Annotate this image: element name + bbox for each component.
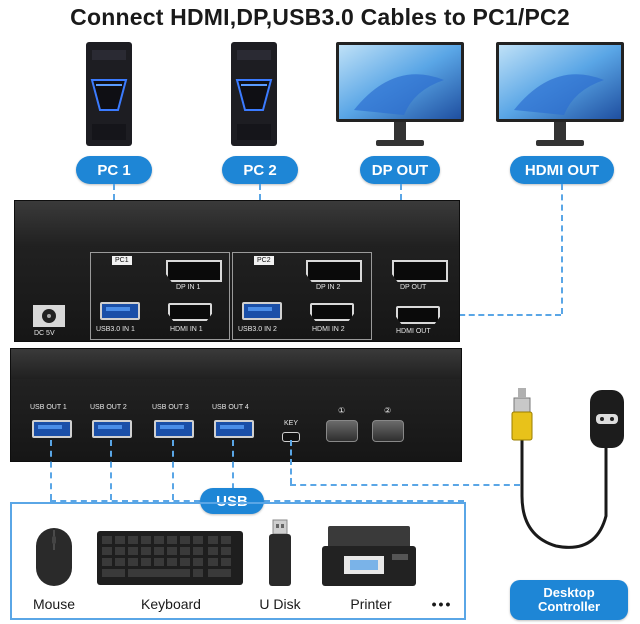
usb-out-4-port <box>214 420 254 438</box>
dc-power-jack-icon <box>33 305 65 327</box>
pc1-group-tag: PC1 <box>112 256 132 265</box>
mouse-icon <box>36 528 72 586</box>
led2-indicator <box>372 420 404 442</box>
mouse-label: Mouse <box>32 596 76 612</box>
desktop-controller-label: Desktop Controller <box>510 580 628 620</box>
usb-in-1-port <box>100 302 140 320</box>
hdmi-out-connector-line-v <box>561 184 563 314</box>
led1-indicator <box>326 420 358 442</box>
usb-in-2-label: USB3.0 IN 2 <box>238 326 277 333</box>
dp-out-port <box>392 260 448 282</box>
more-devices-ellipsis: ••• <box>431 596 453 612</box>
hdmi-out-label: HDMI OUT <box>510 156 614 184</box>
keyboard-label: Keyboard <box>141 596 201 612</box>
desktop-controller-icon <box>511 388 624 549</box>
usb-bus-line-right <box>264 500 464 502</box>
keyboard-icon <box>97 531 243 585</box>
usb-out-2-port <box>92 420 132 438</box>
usb-out-3-label: USB OUT 3 <box>152 404 189 411</box>
dp-out-port-label: DP OUT <box>400 284 427 291</box>
key-line-h <box>290 484 520 486</box>
desktop-controller-text: Desktop Controller <box>537 585 601 614</box>
pc1-tower-icon <box>86 42 132 146</box>
pc2-group-tag: PC2 <box>254 256 274 265</box>
hdmi-out-port <box>396 306 440 324</box>
hdmi-in-1-label: HDMI IN 1 <box>170 326 203 333</box>
u-disk-label: U Disk <box>259 596 301 612</box>
kvm-front-panel <box>10 348 462 462</box>
dp-out-label: DP OUT <box>360 156 440 184</box>
pc2-tower-icon <box>231 42 277 146</box>
led1-label: ① <box>338 406 346 415</box>
usb-out-2-line <box>110 440 112 500</box>
usb-in-1-label: USB3.0 IN 1 <box>96 326 135 333</box>
usb-out-1-line <box>50 440 52 500</box>
key-line-v <box>290 440 292 484</box>
usb-out-1-label: USB OUT 1 <box>30 404 67 411</box>
hdmi-out-port-label: HDMI OUT <box>396 328 431 335</box>
usb-out-4-label: USB OUT 4 <box>212 404 249 411</box>
usb-in-2-port <box>242 302 282 320</box>
usb-out-2-label: USB OUT 2 <box>90 404 127 411</box>
dc-5v-label: DC 5V <box>34 330 55 337</box>
dp-monitor-icon <box>336 42 464 146</box>
led2-label: ② <box>384 406 392 415</box>
pc2-port-group <box>232 252 372 340</box>
usb-out-3-line <box>172 440 174 500</box>
usb-devices-panel <box>10 502 466 620</box>
u-disk-icon <box>269 519 291 586</box>
usb-out-3-port <box>154 420 194 438</box>
usb-bus-line-left <box>50 500 200 502</box>
kvm-back-panel <box>14 200 460 342</box>
dp-in-1-port <box>166 260 222 282</box>
printer-icon <box>322 526 416 586</box>
dp-in-2-label: DP IN 2 <box>316 284 341 291</box>
dp-in-1-label: DP IN 1 <box>176 284 201 291</box>
key-label: KEY <box>284 420 299 427</box>
printer-label: Printer <box>350 596 392 612</box>
usb-out-1-port <box>32 420 72 438</box>
hdmi-in-2-label: HDMI IN 2 <box>312 326 345 333</box>
hdmi-in-2-port <box>310 303 354 321</box>
hdmi-in-1-port <box>168 303 212 321</box>
hdmi-monitor-icon <box>496 42 624 146</box>
hdmi-out-connector-line-h <box>440 314 561 316</box>
pc1-label: PC 1 <box>76 156 152 184</box>
usb-out-4-line <box>232 440 234 500</box>
diagram-title: Connect HDMI,DP,USB3.0 Cables to PC1/PC2 <box>70 4 570 30</box>
pc1-port-group <box>90 252 230 340</box>
usb-label: USB <box>200 488 264 514</box>
dp-in-2-port <box>306 260 362 282</box>
pc2-label: PC 2 <box>222 156 298 184</box>
